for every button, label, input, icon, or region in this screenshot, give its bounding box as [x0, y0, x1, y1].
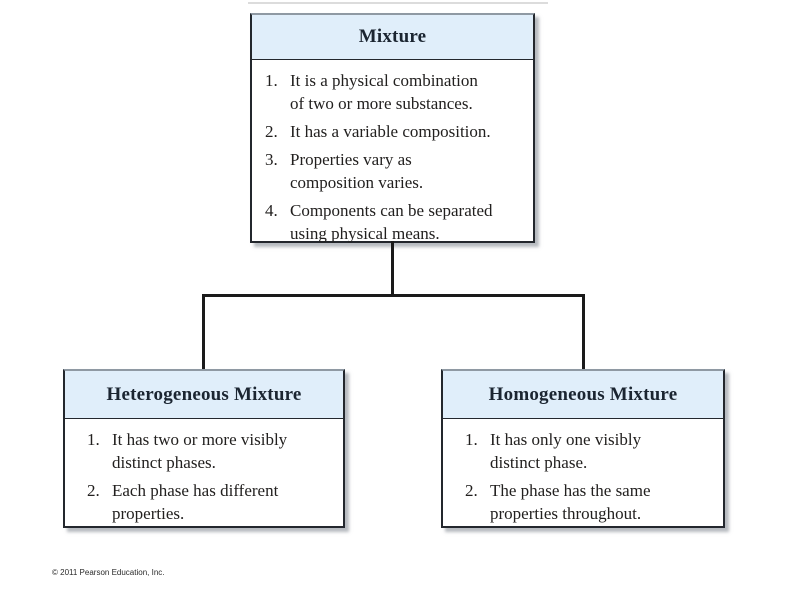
homogeneous-box-header: Homogeneous Mixture	[443, 371, 723, 419]
list-item-number: 2.	[87, 481, 100, 500]
heterogeneous-box-body: 1. It has two or more visibly distinct p…	[65, 419, 343, 525]
list-item-number: 1.	[265, 71, 278, 90]
list-item: 2. It has a variable composition.	[265, 120, 527, 143]
mixture-box-body: 1. It is a physical combination of two o…	[252, 60, 533, 245]
mixture-box-header: Mixture	[252, 15, 533, 60]
mixture-box: Mixture 1. It is a physical combination …	[250, 13, 535, 243]
list-item: 4. Components can be separated using phy…	[265, 199, 527, 245]
list-item-text: It has only one visibly distinct phase.	[490, 430, 642, 472]
connector-root-stem	[391, 241, 394, 296]
mixture-box-title: Mixture	[358, 26, 427, 47]
list-item-number: 1.	[465, 430, 478, 449]
list-item-text: It has two or more visibly distinct phas…	[112, 430, 288, 472]
list-item-number: 2.	[265, 122, 278, 141]
connector-right-branch	[582, 294, 585, 371]
list-item-number: 1.	[87, 430, 100, 449]
heterogeneous-box-header: Heterogeneous Mixture	[65, 371, 343, 419]
list-item: 2. The phase has the same properties thr…	[465, 479, 717, 525]
heterogeneous-box-title: Heterogeneous Mixture	[106, 383, 302, 405]
list-item-text: Properties vary as composition varies.	[290, 150, 424, 192]
cropped-edge-artifact	[248, 2, 548, 4]
list-item-text: It is a physical combination of two or m…	[290, 71, 478, 113]
homogeneous-box-body: 1. It has only one visibly distinct phas…	[443, 419, 723, 525]
list-item-text: Each phase has different properties.	[112, 481, 279, 523]
list-item-text: Components can be separated using physic…	[290, 201, 493, 243]
list-item-text: The phase has the same properties throug…	[490, 481, 651, 523]
list-item: 3. Properties vary as composition varies…	[265, 148, 527, 194]
heterogeneous-mixture-box: Heterogeneous Mixture 1. It has two or m…	[63, 369, 345, 528]
list-item: 1. It is a physical combination of two o…	[265, 69, 527, 115]
list-item-number: 2.	[465, 481, 478, 500]
list-item-number: 4.	[265, 201, 278, 220]
list-item-text: It has a variable composition.	[290, 122, 491, 141]
list-item-number: 3.	[265, 150, 278, 169]
connector-left-branch	[202, 294, 205, 371]
list-item: 1. It has only one visibly distinct phas…	[465, 428, 717, 474]
homogeneous-box-title: Homogeneous Mixture	[488, 383, 678, 405]
copyright-notice: © 2011 Pearson Education, Inc.	[52, 568, 165, 577]
connector-horizontal-bar	[202, 294, 585, 297]
list-item: 1. It has two or more visibly distinct p…	[87, 428, 337, 474]
homogeneous-mixture-box: Homogeneous Mixture 1. It has only one v…	[441, 369, 725, 528]
list-item: 2. Each phase has different properties.	[87, 479, 337, 525]
